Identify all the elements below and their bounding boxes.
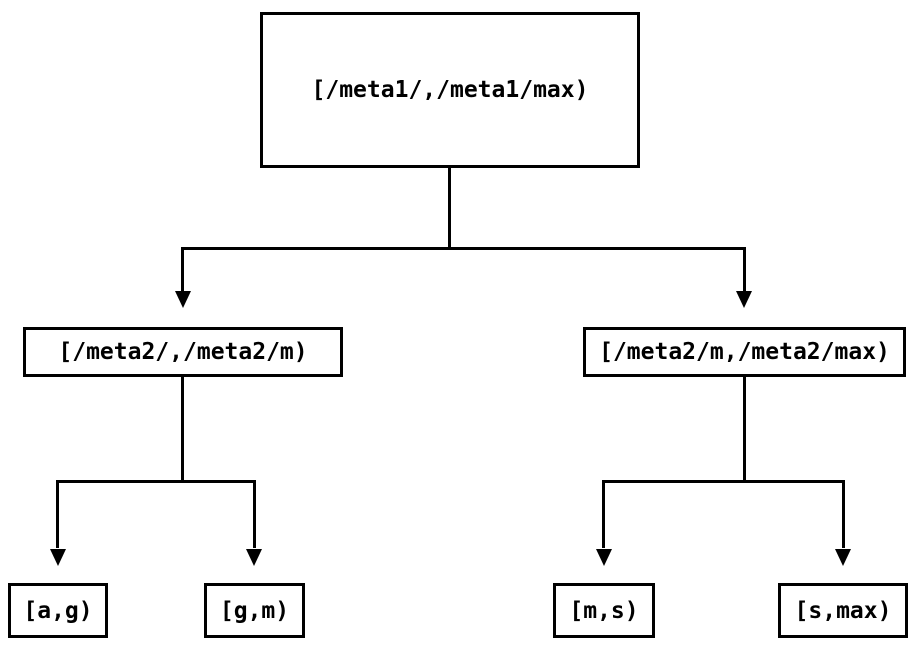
edge-right-branch-line <box>602 480 845 483</box>
arrow-down-icon <box>50 549 66 566</box>
edge-right-stem <box>743 377 746 480</box>
edge-left-to-gm-drop <box>253 480 256 548</box>
node-root-interval: [/meta1/,/meta1/max) <box>260 12 640 168</box>
arrow-down-icon <box>246 549 262 566</box>
node-right-interval: [/meta2/m,/meta2/max) <box>583 327 906 377</box>
node-leaf-gm: [g,m) <box>204 583 305 638</box>
node-leaf-ag: [a,g) <box>8 583 108 638</box>
edge-left-stem <box>181 377 184 480</box>
arrow-down-icon <box>835 549 851 566</box>
edge-root-branch-line <box>181 247 746 250</box>
edge-root-to-right-drop <box>743 247 746 291</box>
node-leaf-ms: [m,s) <box>553 583 655 638</box>
edge-root-to-left-drop <box>181 247 184 291</box>
edge-root-stem <box>448 168 451 247</box>
node-left-interval: [/meta2/,/meta2/m) <box>23 327 343 377</box>
arrow-down-icon <box>596 549 612 566</box>
edge-left-to-ag-drop <box>56 480 59 548</box>
arrow-down-icon <box>175 291 191 308</box>
edge-left-branch-line <box>56 480 256 483</box>
arrow-down-icon <box>736 291 752 308</box>
node-leaf-smax: [s,max) <box>778 583 908 638</box>
edge-right-to-smax-drop <box>842 480 845 548</box>
edge-right-to-ms-drop <box>602 480 605 548</box>
